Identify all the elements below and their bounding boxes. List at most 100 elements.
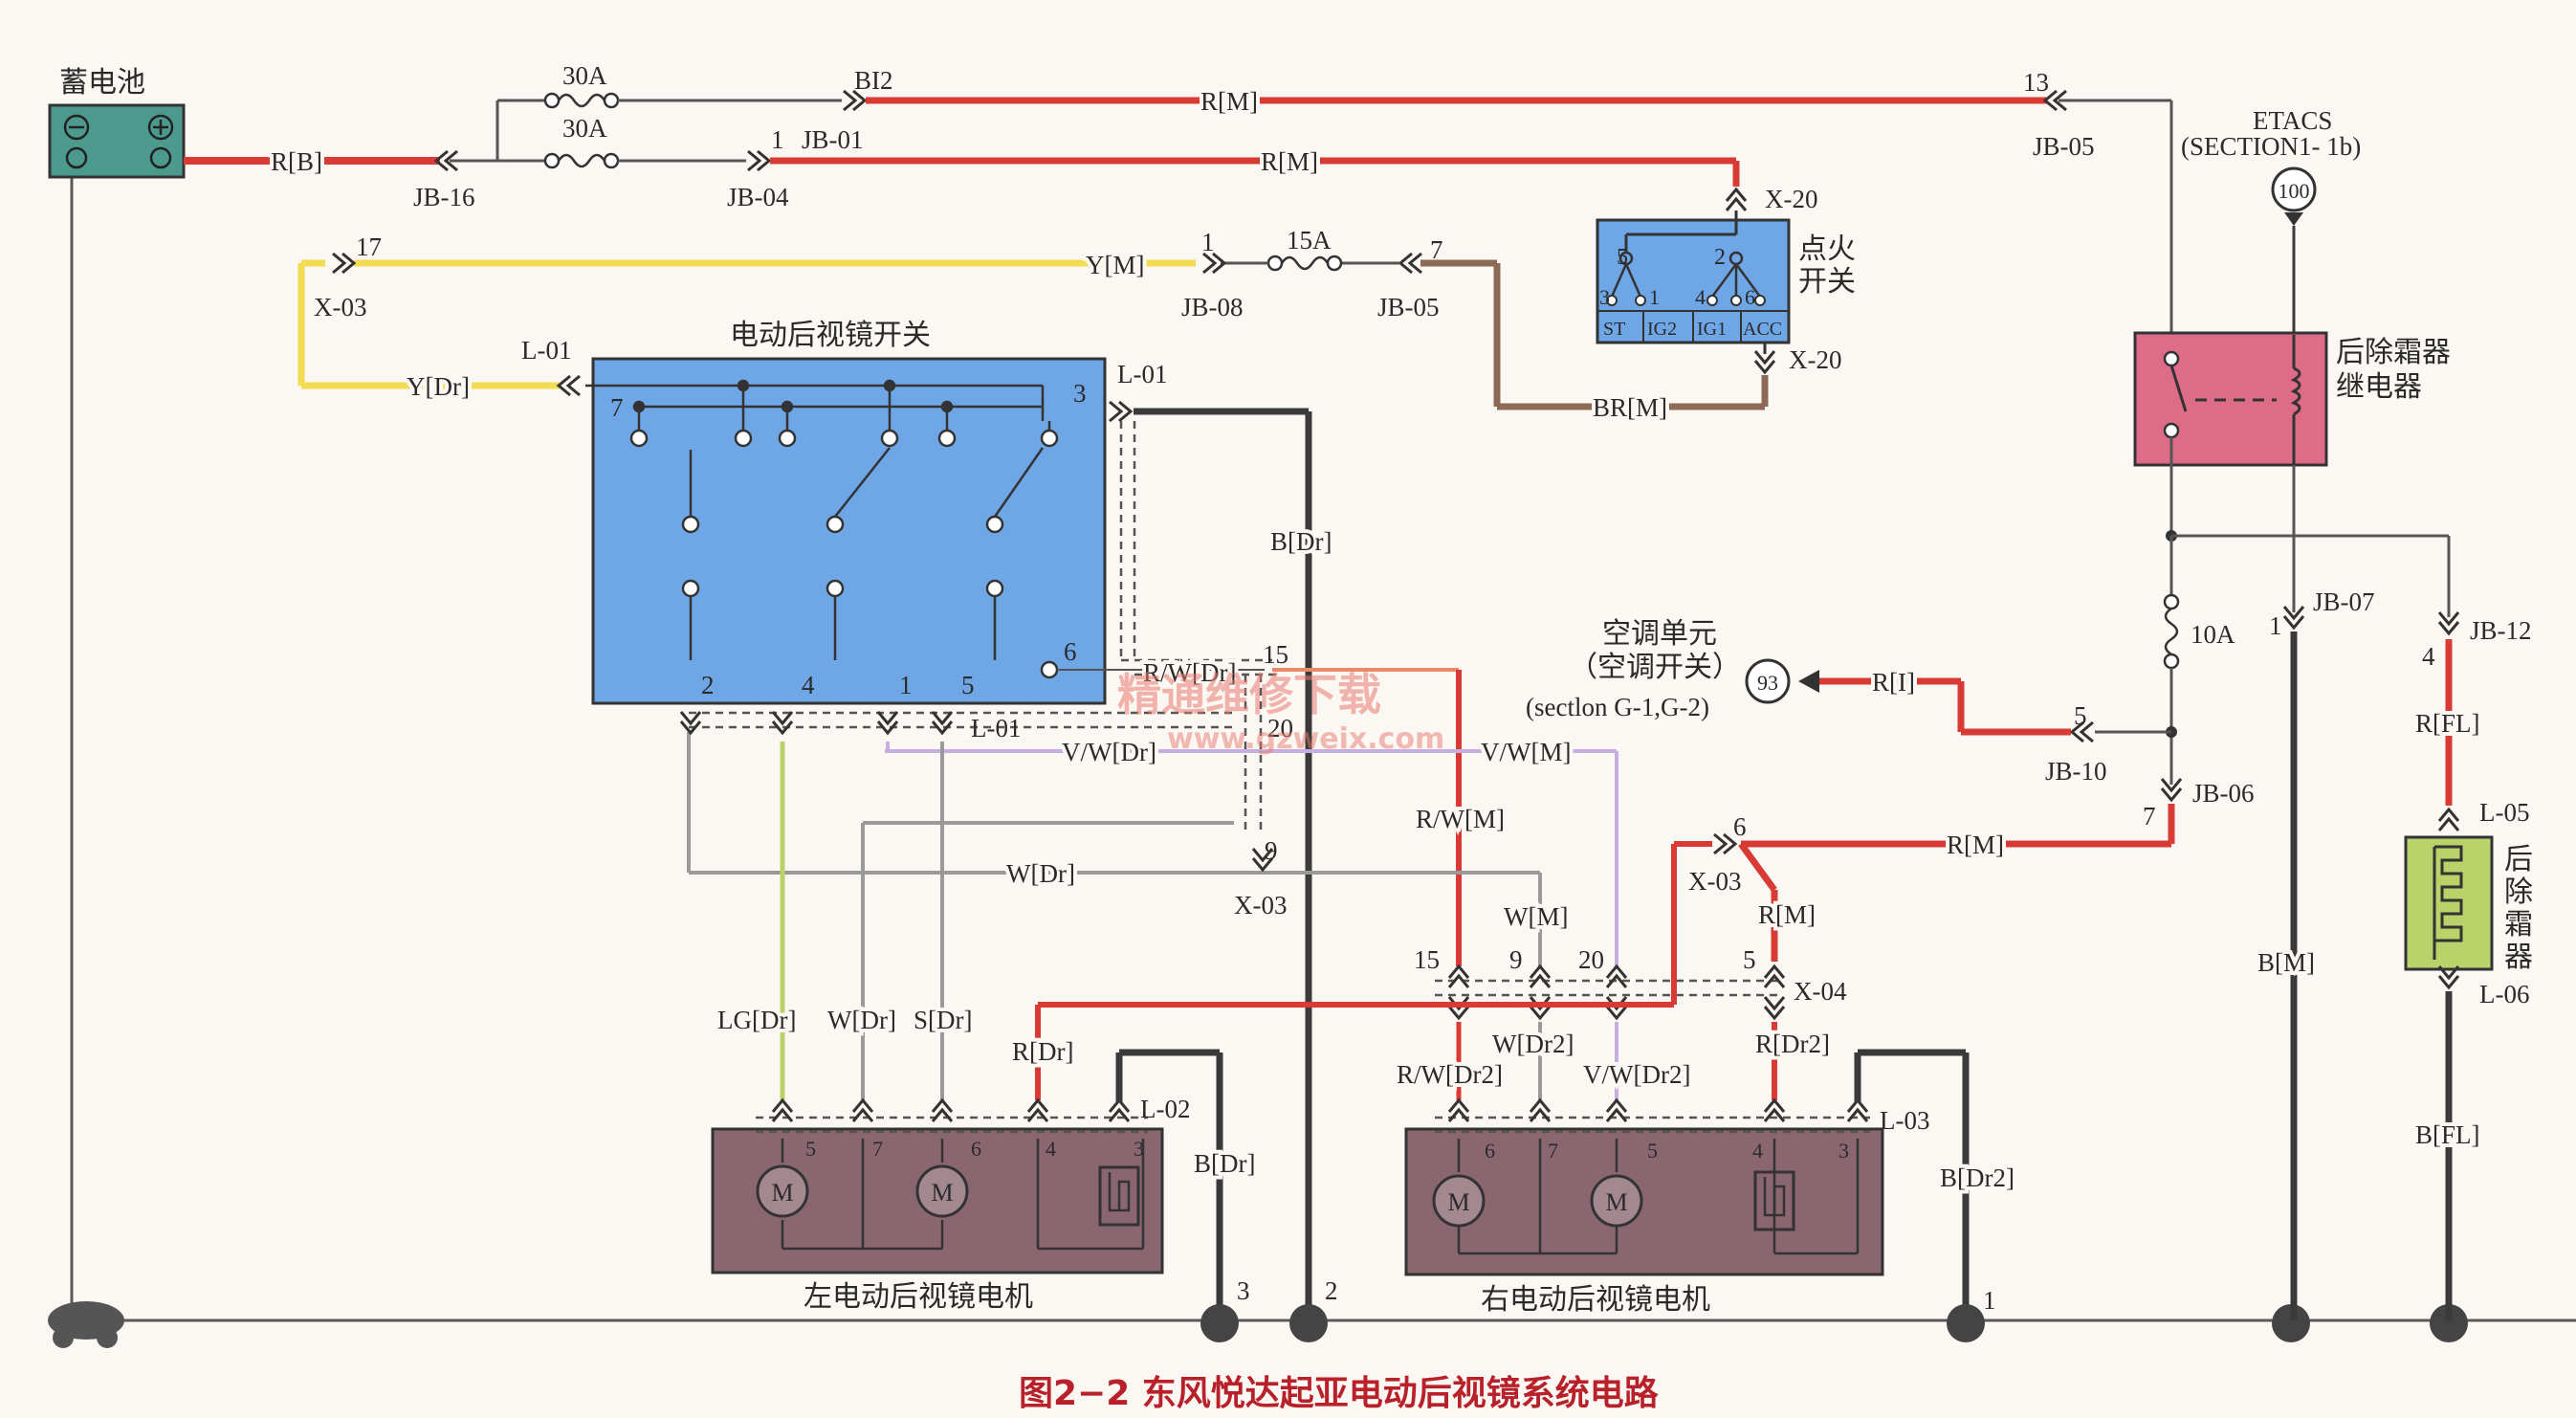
label-rdr2: R[Dr2] [1755,1030,1830,1058]
fuse-15a [1266,255,1343,272]
conn-x03c: X-03 [1688,867,1742,896]
rm-pin-5: 5 [1647,1139,1658,1163]
defogger-char-4: 器 [2504,942,2533,973]
conn-x03b: X-03 [1234,891,1288,919]
pin-6-x03: 6 [1733,812,1747,841]
ign-pin-4: 4 [1695,285,1706,309]
ign-term-ig2: IG2 [1647,319,1677,340]
conn-jb07: JB-07 [2313,587,2375,616]
etacs-ref: 100 [2279,179,2310,203]
label-ydr: Y[Dr] [407,372,470,401]
conn-jb10: JB-10 [2045,757,2107,786]
label-rm-2: R[M] [1261,147,1318,176]
ac-ref-icon [1745,658,1791,704]
conn-x20a: X-20 [1765,185,1818,213]
pin-7b: 7 [2143,802,2156,831]
label-rm-3: R[M] [1947,831,2004,859]
label-vwm: V/W[M] [1481,738,1571,766]
ground-point-bfl [2430,1304,2468,1342]
ac-label-3: (sectlon G-1,G-2) [1526,693,1709,721]
chassis-ground-icon [48,1301,124,1348]
left-motor-2 [915,1164,969,1218]
rm-pin-7: 7 [1548,1139,1558,1163]
label-brm: BR[M] [1593,393,1667,422]
label-ri: R[I] [1872,668,1915,697]
defogger-grid-icon [2433,845,2463,960]
mirror-switch-label: 电动后视镜开关 [730,320,931,351]
label-bfl: B[FL] [2415,1120,2480,1149]
etacs-label-2: (SECTION1- 1b) [2181,132,2361,161]
left-motor-label: 左电动后视镜电机 [804,1281,1033,1313]
sw-pin-5: 5 [961,671,975,699]
label-wdr-lm: W[Dr] [827,1006,896,1034]
pin-5a: 5 [2074,701,2087,730]
pin-1a: 1 [771,125,784,154]
ignition-label-2: 开关 [1798,266,1856,298]
x04-pin-15: 15 [1414,945,1440,974]
pin-15: 15 [1263,640,1288,669]
ac-label-2: （空调开关） [1569,652,1741,683]
figure-caption: 图2−2 东风悦达起亚电动后视镜系统电路 [1019,1374,1660,1413]
lm-pin-7: 7 [872,1137,883,1161]
fuse-label-1: 30A [562,61,607,90]
label-ym: Y[M] [1086,251,1145,279]
ac-ref: 93 [1757,671,1778,695]
rm-pin-6: 6 [1485,1139,1495,1163]
conn-jb05a: JB-05 [2033,132,2095,161]
conn-jb01: JB-01 [802,125,864,154]
battery-plus-icon [147,114,174,141]
relay-label-2: 继电器 [2336,371,2422,403]
pin-4a: 4 [2422,642,2435,671]
lm-pin-6: 6 [971,1137,981,1161]
ign-pin-3: 3 [1599,285,1610,309]
label-rfl: R[FL] [2415,709,2480,738]
conn-l06: L-06 [2479,980,2529,1008]
right-motor-label: 右电动后视镜电机 [1481,1284,1710,1316]
label-sdr: S[Dr] [914,1006,973,1034]
ign-pin-2: 2 [1714,245,1726,270]
lm-pin-3: 3 [1134,1137,1144,1161]
conn-x20b: X-20 [1789,345,1842,374]
shield-dashed [689,421,1282,832]
relay-coil-icon [2290,366,2301,416]
ign-pin-1: 1 [1649,285,1660,309]
etacs-label-1: ETACS [2253,106,2332,135]
pin-17: 17 [356,233,382,261]
label-bdr2: B[Dr2] [1940,1163,2015,1192]
label-rm-4: R[M] [1758,900,1816,929]
label-rb: R[B] [271,147,322,176]
right-motor-1 [1432,1174,1486,1228]
fuse-30a-2 [543,152,620,169]
conn-jb12: JB-12 [2470,616,2532,645]
ground-point-bm [2272,1304,2310,1342]
left-heater-icon [1098,1165,1140,1227]
rm-pin-3: 3 [1838,1139,1849,1163]
label-rwdr: R/W[Dr] [1143,658,1236,687]
label-rwdr2: R/W[Dr2] [1397,1060,1503,1089]
gnd-label-2: 2 [1325,1276,1338,1305]
fuse-label-2: 30A [562,114,607,143]
pin-13: 13 [2023,68,2049,97]
ign-pin-5: 5 [1617,245,1628,270]
conn-l01c: L-01 [971,714,1021,742]
conn-l05: L-05 [2479,798,2529,827]
fuse-30a-1 [543,92,620,109]
left-motor-shield [756,1116,1148,1134]
x04-pin-9: 9 [1509,945,1523,974]
conn-jb16: JB-16 [413,183,475,211]
conn-l01a: L-01 [521,336,571,365]
label-vwdr2: V/W[Dr2] [1583,1060,1690,1089]
sw-pin-1: 1 [899,671,913,699]
ac-label-1: 空调单元 [1602,618,1717,650]
right-heater-icon [1753,1170,1795,1231]
label-bm: B[M] [2257,948,2315,977]
gnd-label-1: 1 [1983,1286,1996,1315]
conn-x03a: X-03 [314,293,367,321]
battery-minus-icon [63,114,90,141]
conn-l01b: L-01 [1117,360,1167,388]
conn-l02: L-02 [1140,1095,1190,1123]
watermark-main: 精通维修下载 [1117,669,1381,720]
label-rdr: R[Dr] [1012,1037,1073,1066]
conn-jb05b: JB-05 [1377,293,1440,321]
defogger-char-1: 后 [2504,844,2533,875]
